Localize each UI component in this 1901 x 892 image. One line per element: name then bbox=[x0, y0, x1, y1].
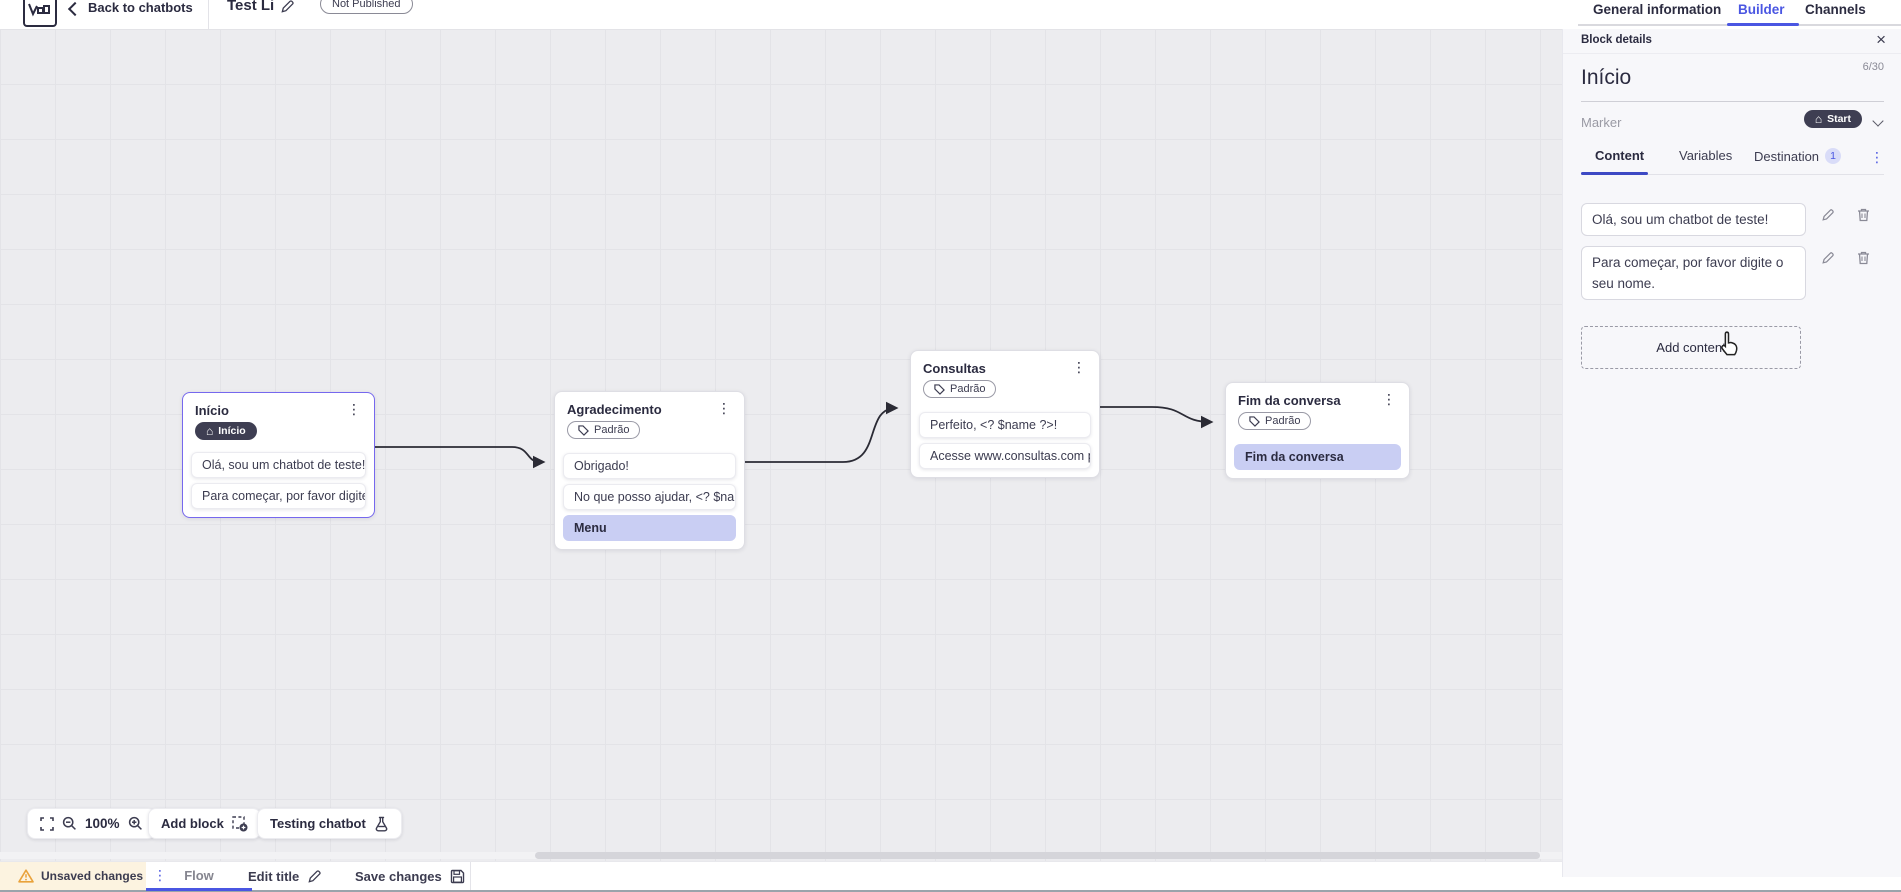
flow-node-fim-da-conversa[interactable]: Fim da conversa ⋮ Padrão Fim da conversa bbox=[1225, 382, 1410, 479]
flow-canvas[interactable]: Início ⋮ ⌂ Início Olá, sou um chatbot de… bbox=[0, 29, 1562, 861]
node-message-item[interactable]: Acesse www.consultas.com par... bbox=[919, 442, 1091, 469]
app-logo-icon bbox=[23, 0, 57, 27]
testing-chatbot-label: Testing chatbot bbox=[270, 816, 366, 831]
zoom-controls: 100% bbox=[27, 808, 156, 839]
node-menu-icon[interactable]: ⋮ bbox=[1072, 359, 1086, 375]
char-counter: 6/30 bbox=[1862, 61, 1884, 73]
chatbot-title: Test Li bbox=[227, 0, 275, 14]
zoom-out-icon[interactable] bbox=[62, 816, 77, 831]
add-content-button[interactable]: Add content bbox=[1581, 326, 1801, 369]
warning-icon bbox=[18, 869, 34, 883]
destination-count-badge: 1 bbox=[1825, 148, 1842, 164]
back-to-chatbots-button[interactable]: Back to chatbots bbox=[67, 0, 193, 17]
topbar-divider bbox=[208, 0, 209, 29]
close-icon[interactable]: × bbox=[1876, 30, 1886, 49]
horizontal-scrollbar-thumb[interactable] bbox=[535, 852, 1540, 859]
node-title: Fim da conversa bbox=[1238, 393, 1341, 408]
node-menu-icon[interactable]: ⋮ bbox=[717, 400, 731, 416]
chevron-left-icon bbox=[67, 1, 83, 17]
save-changes-button[interactable]: Save changes bbox=[355, 862, 465, 890]
node-message-item[interactable]: Obrigado! bbox=[563, 452, 736, 479]
flow-node-consultas[interactable]: Consultas ⋮ Padrão Perfeito, <? $name ?>… bbox=[910, 350, 1100, 478]
bottombar-divider bbox=[470, 862, 471, 890]
node-menu-icon[interactable]: ⋮ bbox=[347, 401, 361, 417]
edit-title-label: Edit title bbox=[248, 868, 300, 884]
block-details-panel: Block details × Início 6/30 Marker ⌂ Sta… bbox=[1562, 29, 1901, 877]
node-end-item[interactable]: Fim da conversa bbox=[1234, 443, 1401, 470]
content-item-row: Para começar, por favor digite o seu nom… bbox=[1581, 246, 1901, 300]
flow-node-agradecimento[interactable]: Agradecimento ⋮ Padrão Obrigado! No que … bbox=[554, 391, 745, 550]
padrao-tag-badge: Padrão bbox=[1238, 412, 1312, 430]
node-message-item[interactable]: No que posso ajudar, <? $name ... bbox=[563, 483, 736, 510]
window-bottom-edge bbox=[0, 889, 1901, 892]
delete-content-icon[interactable] bbox=[1857, 208, 1870, 222]
unsaved-changes-status: Unsaved changes bbox=[0, 862, 146, 890]
tag-icon bbox=[1249, 415, 1260, 427]
flow-node-inicio[interactable]: Início ⋮ ⌂ Início Olá, sou um chatbot de… bbox=[182, 392, 375, 518]
tab-variables[interactable]: Variables bbox=[1679, 148, 1733, 163]
node-title: Consultas bbox=[923, 361, 986, 376]
save-changes-label: Save changes bbox=[355, 868, 442, 884]
tab-channels[interactable]: Channels bbox=[1805, 2, 1866, 17]
edit-title-button[interactable]: Edit title bbox=[248, 862, 322, 890]
tab-flow-underline bbox=[146, 888, 252, 891]
unsaved-changes-label: Unsaved changes bbox=[41, 869, 144, 883]
marker-label: Marker bbox=[1581, 115, 1622, 130]
top-bar: Back to chatbots Test Li Not Published G… bbox=[0, 0, 1901, 29]
panel-menu-icon[interactable]: ⋮ bbox=[1870, 149, 1884, 165]
save-icon bbox=[450, 869, 464, 883]
add-block-icon bbox=[232, 815, 248, 831]
flow-connections bbox=[373, 401, 1214, 469]
home-icon: ⌂ bbox=[206, 424, 214, 438]
tab-content-underline bbox=[1581, 172, 1648, 175]
tab-general-information[interactable]: General information bbox=[1593, 2, 1722, 17]
tab-content[interactable]: Content bbox=[1595, 148, 1645, 163]
horizontal-scrollbar[interactable] bbox=[0, 852, 1562, 859]
block-name-input[interactable]: Início bbox=[1581, 66, 1632, 89]
logo-glyph-icon bbox=[28, 3, 50, 17]
node-title: Agradecimento bbox=[567, 402, 662, 417]
zoom-in-icon[interactable] bbox=[128, 816, 143, 831]
start-marker-badge: ⌂ Início bbox=[195, 422, 257, 440]
flask-icon bbox=[375, 816, 388, 831]
chevron-down-icon[interactable] bbox=[1872, 115, 1884, 127]
flow-menu-icon[interactable]: ⋮ bbox=[153, 867, 167, 883]
tab-flow[interactable]: Flow bbox=[146, 862, 252, 891]
tab-destination[interactable]: Destination 1 bbox=[1754, 148, 1842, 164]
node-message-item[interactable]: Para começar, por favor digite o ... bbox=[191, 483, 366, 509]
node-menu-icon[interactable]: ⋮ bbox=[1382, 391, 1396, 407]
padrao-tag-badge: Padrão bbox=[567, 421, 641, 439]
home-icon: ⌂ bbox=[1814, 112, 1823, 126]
back-label: Back to chatbots bbox=[88, 0, 193, 15]
tab-builder[interactable]: Builder bbox=[1738, 2, 1785, 17]
edit-content-icon[interactable] bbox=[1821, 208, 1835, 222]
tag-icon bbox=[934, 383, 945, 395]
node-title: Início bbox=[195, 403, 229, 418]
node-message-item[interactable]: Olá, sou um chatbot de teste! bbox=[191, 452, 366, 478]
delete-content-icon[interactable] bbox=[1857, 251, 1870, 265]
tag-icon bbox=[578, 424, 589, 436]
node-menu-option[interactable]: Menu bbox=[563, 514, 736, 541]
content-item-row: Olá, sou um chatbot de teste! bbox=[1581, 203, 1901, 236]
pencil-icon bbox=[308, 869, 321, 883]
padrao-tag-badge: Padrão bbox=[923, 380, 997, 398]
content-text-field[interactable]: Olá, sou um chatbot de teste! bbox=[1581, 203, 1806, 236]
status-badge: Not Published bbox=[320, 0, 413, 14]
tab-builder-underline bbox=[1727, 23, 1799, 26]
panel-title: Block details bbox=[1581, 34, 1652, 46]
zoom-level: 100% bbox=[85, 816, 120, 831]
fit-view-icon[interactable] bbox=[40, 816, 54, 831]
add-block-label: Add block bbox=[161, 816, 224, 831]
testing-chatbot-button[interactable]: Testing chatbot bbox=[257, 808, 402, 839]
edit-title-icon[interactable] bbox=[280, 0, 295, 14]
content-text-field[interactable]: Para começar, por favor digite o seu nom… bbox=[1581, 246, 1806, 300]
edit-content-icon[interactable] bbox=[1821, 251, 1835, 265]
node-message-item[interactable]: Perfeito, <? $name ?>! bbox=[919, 411, 1091, 438]
marker-select[interactable]: ⌂ Start bbox=[1803, 110, 1862, 128]
